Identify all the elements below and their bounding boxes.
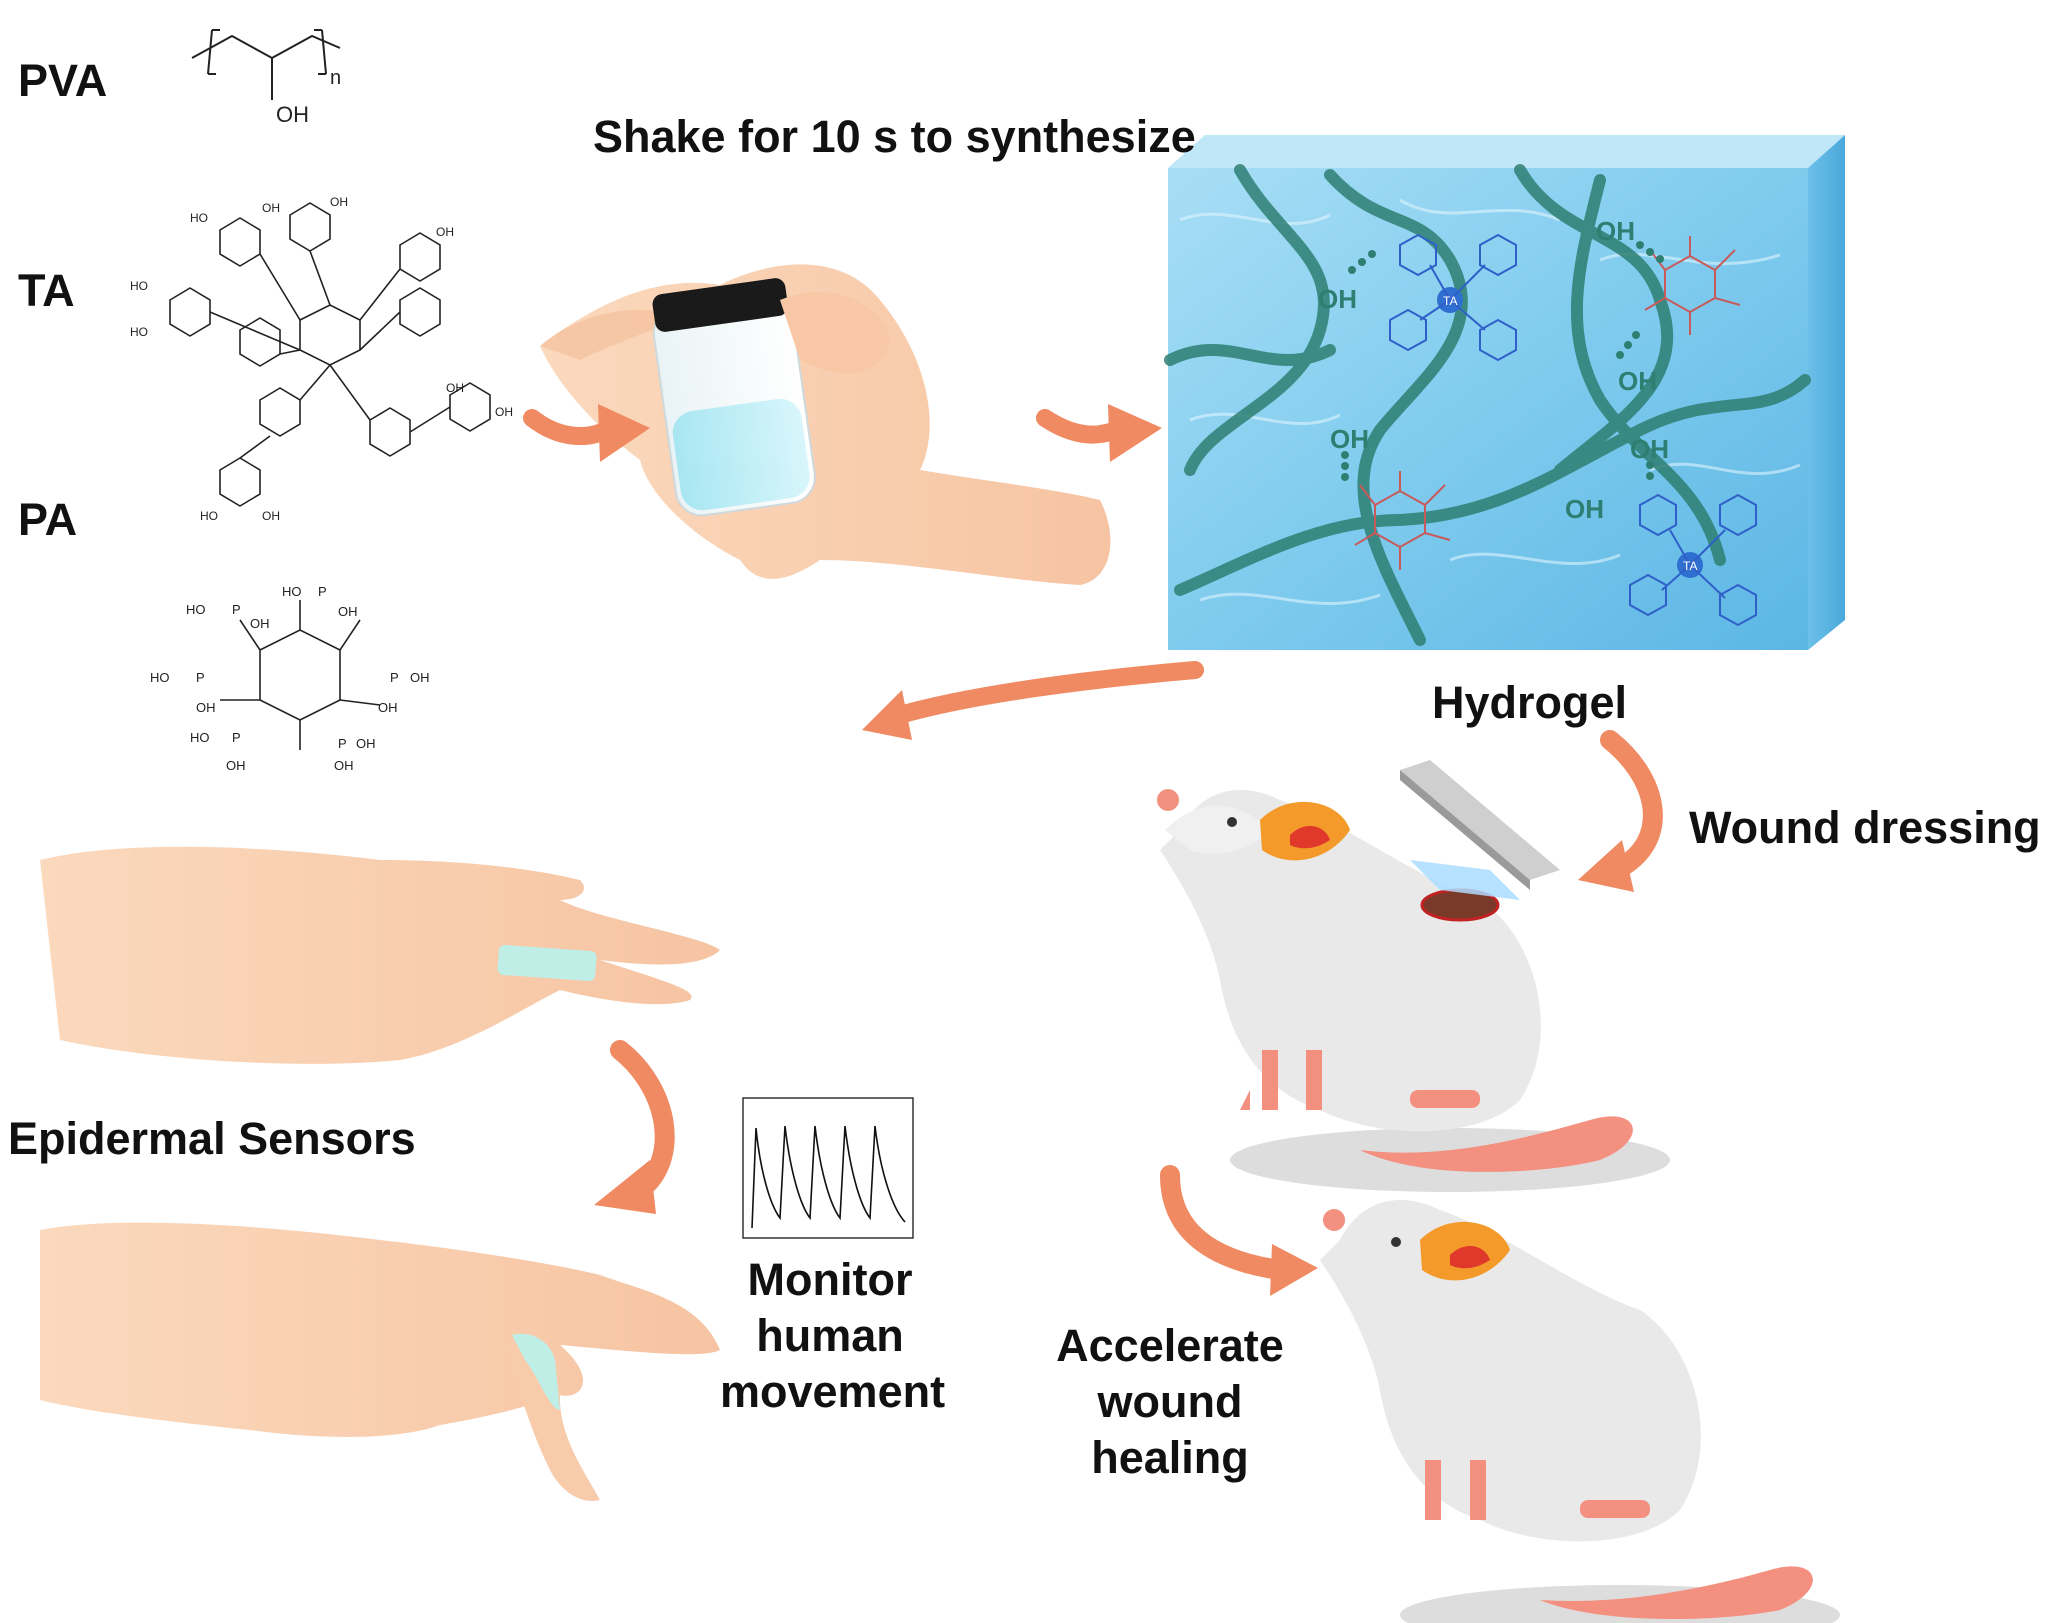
svg-text:OH: OH xyxy=(378,700,398,715)
arrow-head-3 xyxy=(862,690,912,740)
svg-text:OH: OH xyxy=(410,670,430,685)
svg-text:HO: HO xyxy=(130,325,148,339)
rat-with-dressing xyxy=(1157,760,1670,1192)
label-monitor-line-2: human xyxy=(756,1310,904,1361)
hydrogel-cube: TA TA OH OH OH OH OH xyxy=(1164,135,1845,650)
hand-shaking-vial xyxy=(540,264,1111,585)
rat-healed xyxy=(1320,1200,1840,1623)
arrow-rat-healing xyxy=(1160,1165,1290,1280)
svg-text:OH: OH xyxy=(446,381,464,395)
label-accelerate-line-2: wound xyxy=(1097,1376,1243,1427)
svg-text:HO: HO xyxy=(150,670,170,685)
arrow-sensor-bend xyxy=(610,1040,675,1200)
svg-text:OH: OH xyxy=(1565,494,1604,524)
svg-text:HO: HO xyxy=(200,509,218,523)
label-wound-dressing: Wound dressing xyxy=(1689,802,2041,853)
arrow-head-6 xyxy=(594,1160,656,1214)
arrow-head-2 xyxy=(1108,404,1162,462)
svg-text:OH: OH xyxy=(1630,434,1669,464)
svg-text:TA: TA xyxy=(1683,559,1697,573)
svg-text:P: P xyxy=(390,670,399,685)
svg-text:HO: HO xyxy=(130,279,148,293)
ta-hydroxyl-labels: HO OH OH OH HO HO OH OH HO OH xyxy=(130,195,513,523)
svg-text:P: P xyxy=(232,730,241,745)
svg-text:OH: OH xyxy=(226,758,246,773)
label-shake: Shake for 10 s to synthesize xyxy=(593,111,1196,162)
svg-text:OH: OH xyxy=(338,604,358,619)
label-monitor-human-movement: Monitor human movement xyxy=(720,1252,946,1420)
arrow-hydrogel-to-sensors xyxy=(891,661,1204,724)
pva-oh-label: OH xyxy=(276,102,309,127)
sensor-signal-inset xyxy=(742,1097,914,1239)
svg-text:P: P xyxy=(196,670,205,685)
svg-text:P: P xyxy=(318,584,327,599)
svg-text:OH: OH xyxy=(196,700,216,715)
arrow-head-1 xyxy=(598,404,650,462)
hand-with-sensor-bent xyxy=(40,1222,720,1501)
label-pva: PVA xyxy=(18,55,108,106)
label-epidermal-sensors: Epidermal Sensors xyxy=(8,1113,416,1164)
label-monitor-line-1: Monitor xyxy=(747,1254,913,1305)
label-ta: TA xyxy=(18,265,75,316)
pva-n-subscript: n xyxy=(330,67,341,89)
svg-text:HO: HO xyxy=(190,730,210,745)
hand-with-sensor-flat xyxy=(40,846,720,1064)
svg-text:HO: HO xyxy=(282,584,302,599)
svg-text:OH: OH xyxy=(1330,424,1369,454)
svg-text:TA: TA xyxy=(1443,294,1457,308)
ta-structure xyxy=(169,202,491,507)
svg-text:OH: OH xyxy=(250,616,270,631)
svg-text:OH: OH xyxy=(1318,284,1357,314)
label-accelerate-line-1: Accelerate xyxy=(1056,1320,1284,1371)
svg-text:OH: OH xyxy=(356,736,376,751)
arrow-hydrogel-to-wound xyxy=(1600,730,1663,878)
hydrogel-oh-labels: OH OH OH OH OH OH xyxy=(1318,216,1669,524)
svg-text:OH: OH xyxy=(436,225,454,239)
pva-structure xyxy=(191,29,341,100)
pa-phosphate-labels: P HO OH P HO OH HO P OH P OH OH HO P OH … xyxy=(150,584,430,773)
svg-text:OH: OH xyxy=(1596,216,1635,246)
svg-text:P: P xyxy=(338,736,347,751)
label-accelerate-wound-healing: Accelerate wound healing xyxy=(1045,1318,1295,1486)
label-monitor-line-3: movement xyxy=(720,1366,946,1417)
svg-text:HO: HO xyxy=(186,602,206,617)
svg-text:OH: OH xyxy=(262,509,280,523)
svg-text:OH: OH xyxy=(262,201,280,215)
label-hydrogel: Hydrogel xyxy=(1432,677,1628,728)
label-pa: PA xyxy=(18,494,78,545)
svg-text:OH: OH xyxy=(334,758,354,773)
svg-text:OH: OH xyxy=(1618,366,1657,396)
hydrogen-bonds xyxy=(1341,241,1664,481)
svg-text:P: P xyxy=(232,602,241,617)
arrow-head-5 xyxy=(1270,1244,1318,1296)
ta-motif-upper: TA xyxy=(1389,233,1517,362)
svg-text:OH: OH xyxy=(495,405,513,419)
label-accelerate-line-3: healing xyxy=(1091,1432,1249,1483)
ta-motif-lower: TA xyxy=(1629,493,1757,627)
svg-text:HO: HO xyxy=(190,211,208,225)
pa-motif-lower xyxy=(1354,471,1451,570)
svg-text:OH: OH xyxy=(330,195,348,209)
pa-structure xyxy=(220,600,381,750)
arrow-head-4 xyxy=(1578,840,1634,892)
